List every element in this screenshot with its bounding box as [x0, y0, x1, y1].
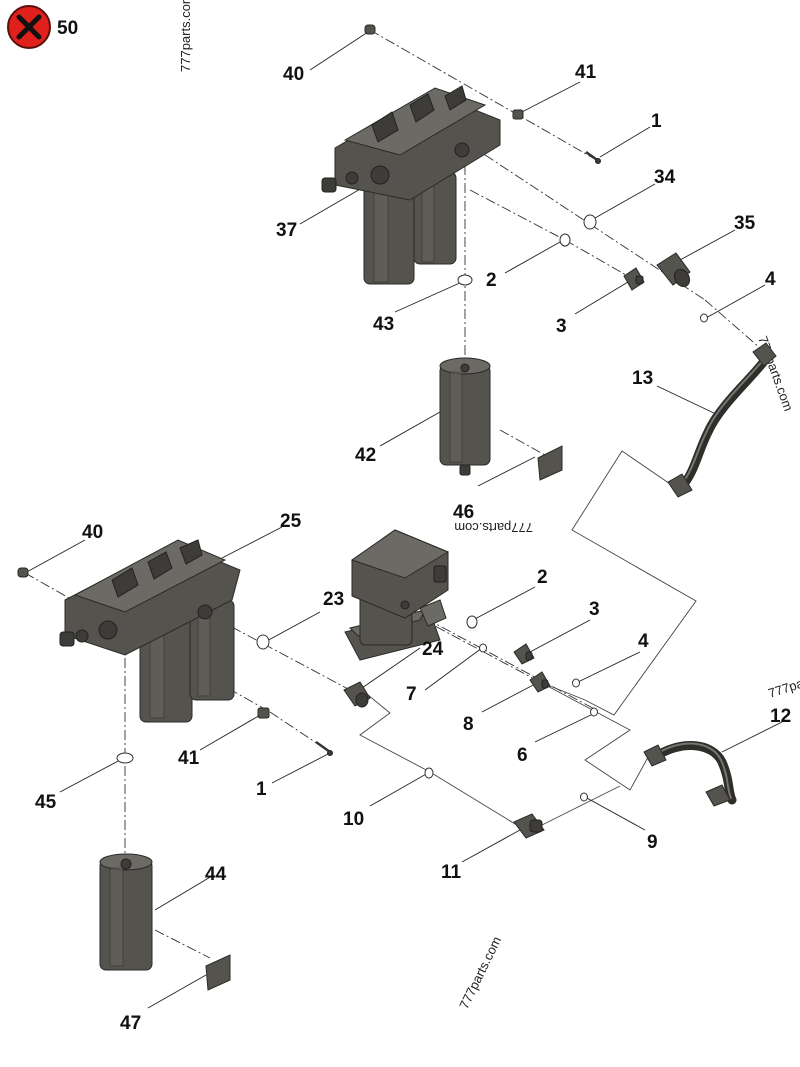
callout-7: 7 [406, 684, 417, 705]
callout-2: 2 [486, 270, 497, 291]
callout-9: 9 [647, 832, 658, 853]
callout-47: 47 [120, 1013, 141, 1034]
plug-41-lower[interactable] [257, 707, 270, 719]
bolt-1-upper[interactable] [585, 150, 601, 164]
adapter-3-lower[interactable] [513, 643, 535, 665]
callout-labels: 40 41 1 34 35 37 2 4 43 3 13 42 46 40 25… [35, 62, 791, 1034]
oring-9[interactable] [580, 792, 588, 802]
bolt-1-lower[interactable] [315, 740, 333, 756]
callout-42: 42 [355, 445, 376, 466]
callout-8: 8 [463, 714, 474, 735]
callout-23: 23 [323, 589, 344, 610]
filter-element-44[interactable] [99, 853, 153, 971]
oring-7[interactable] [479, 643, 487, 653]
oring-34[interactable] [583, 214, 597, 230]
callout-10: 10 [343, 809, 364, 830]
elbow-11[interactable] [513, 813, 545, 839]
hose-routing-lines [359, 450, 697, 828]
plug-40-lower[interactable] [17, 567, 29, 578]
callout-24: 24 [422, 639, 444, 660]
leader-lines [24, 31, 783, 1009]
callout-1: 1 [256, 779, 267, 800]
callout-4: 4 [765, 269, 776, 290]
watermark: 777parts.com [456, 934, 504, 1011]
oring-45[interactable] [116, 752, 134, 764]
callout-4: 4 [638, 631, 649, 652]
callout-37: 37 [276, 220, 297, 241]
hose-13[interactable] [667, 342, 777, 498]
plug-40-upper[interactable] [364, 24, 376, 35]
callout-25: 25 [280, 511, 302, 532]
oring-2-upper[interactable] [559, 233, 571, 247]
pump-module-24[interactable] [344, 529, 450, 661]
hose-12[interactable] [643, 741, 737, 807]
oring-6[interactable] [590, 707, 598, 717]
oring-4-upper[interactable] [700, 313, 708, 323]
lower-filter-housing-25[interactable] [59, 539, 241, 723]
adapter-3-upper[interactable] [623, 267, 645, 291]
callout-46: 46 [453, 502, 474, 523]
callout-13: 13 [632, 368, 653, 389]
callout-44: 44 [205, 864, 227, 885]
oring-23[interactable] [256, 634, 270, 650]
callout-3: 3 [556, 316, 567, 337]
callout-3: 3 [589, 599, 600, 620]
fitting-35[interactable] [656, 252, 693, 289]
filter-element-42[interactable] [439, 357, 491, 476]
callout-11: 11 [441, 862, 462, 883]
badge-number: 50 [57, 18, 78, 39]
watermark: 777parts.com [766, 662, 800, 701]
oring-2-lower[interactable] [466, 615, 478, 629]
callout-43: 43 [373, 314, 394, 335]
close-x-icon[interactable] [7, 5, 51, 49]
watermark: 777parts.com [454, 520, 533, 535]
callout-41: 41 [178, 748, 200, 769]
fitting-23[interactable] [343, 681, 371, 708]
oring-43[interactable] [457, 274, 473, 286]
callout-1: 1 [651, 111, 662, 132]
adapter-8[interactable] [529, 671, 551, 693]
upper-filter-housing-37[interactable] [321, 85, 501, 285]
callout-41: 41 [575, 62, 597, 83]
label-47[interactable] [205, 954, 231, 991]
callout-40: 40 [82, 522, 103, 543]
callout-34: 34 [654, 167, 676, 188]
callout-12: 12 [770, 706, 791, 727]
oring-4-lower[interactable] [572, 678, 580, 688]
callout-35: 35 [734, 213, 756, 234]
oring-10[interactable] [424, 767, 434, 779]
callout-45: 45 [35, 792, 57, 813]
callout-40: 40 [283, 64, 304, 85]
watermark: 777parts.com [178, 0, 193, 72]
callout-2: 2 [537, 567, 548, 588]
plug-41-upper[interactable] [512, 109, 524, 120]
label-46[interactable] [537, 445, 563, 481]
callout-6: 6 [517, 745, 528, 766]
